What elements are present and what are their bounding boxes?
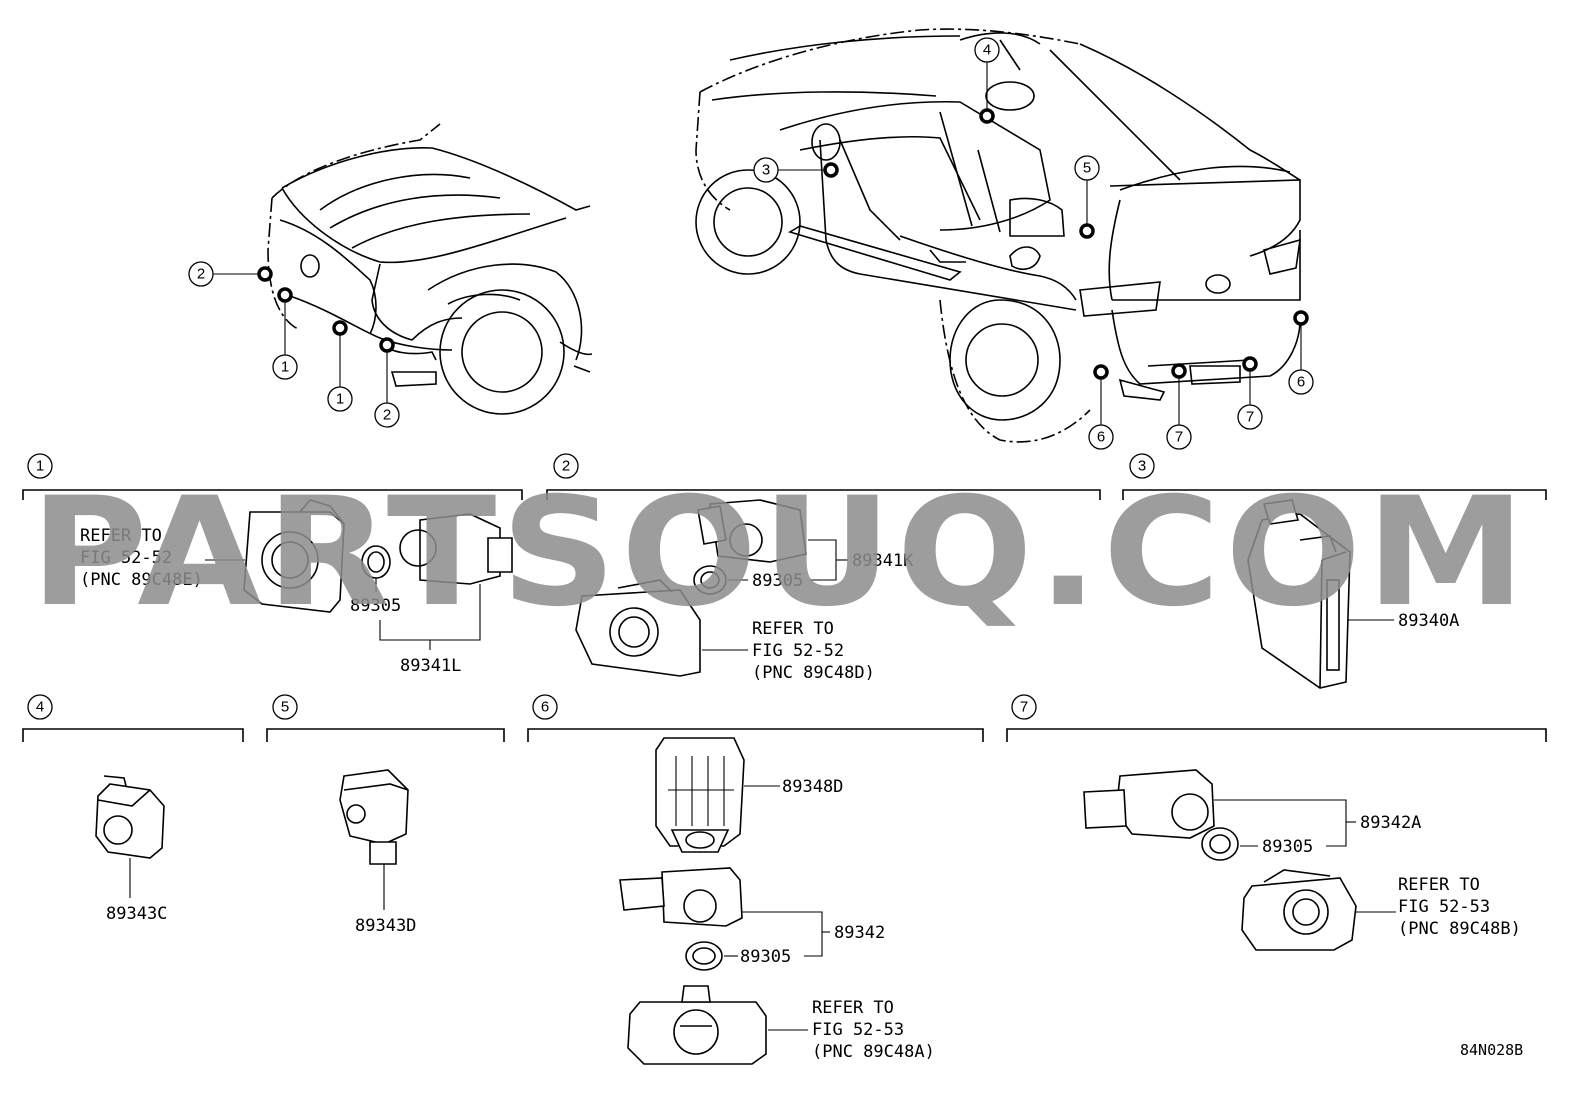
section-1-refer-line3: (PNC 89C48E): [80, 570, 203, 590]
rear-callout-4: 4: [974, 37, 1000, 63]
section-1-refer-line1: REFER TO: [80, 526, 162, 546]
section-6-sensor: [619, 867, 743, 927]
section-2-part-89341K: 89341K: [852, 551, 914, 571]
section-7-ring: [1201, 827, 1239, 861]
rear-vehicle-illustration: [695, 28, 1301, 443]
svg-text:4: 4: [36, 699, 44, 716]
front-callout-1a: 1: [272, 354, 298, 380]
section-2-part-89305: 89305: [752, 571, 803, 591]
section-1-part-89305: 89305: [350, 596, 401, 616]
section-2-refer-line1: REFER TO: [752, 619, 834, 639]
svg-text:1: 1: [281, 359, 289, 376]
front-vehicle-illustration: [267, 123, 593, 415]
section-3-ecu-module: [1247, 499, 1351, 689]
section-2-ring: [693, 565, 727, 595]
section-3-part-89340A: 89340A: [1398, 611, 1459, 631]
section-6-header: 6: [527, 694, 984, 742]
svg-text:5: 5: [1083, 160, 1091, 177]
section-6-part-89305: 89305: [740, 947, 791, 967]
svg-text:1: 1: [36, 458, 44, 475]
svg-text:3: 3: [1138, 458, 1146, 475]
section-2-sensor: [697, 499, 807, 563]
section-1-leaders: [205, 559, 481, 650]
section-5-header: 5: [266, 694, 505, 742]
svg-text:2: 2: [562, 458, 570, 475]
front-sensor-markers: [213, 266, 395, 403]
section-3-header: 3: [1122, 453, 1547, 500]
section-6-refer-line1: REFER TO: [812, 998, 894, 1018]
section-7-part-89342A: 89342A: [1360, 813, 1421, 833]
section-4-part-89343C: 89343C: [106, 904, 167, 924]
section-6-bezel: [627, 985, 767, 1065]
svg-text:2: 2: [197, 266, 205, 283]
section-6-leaders: [724, 785, 830, 1031]
rear-callout-5: 5: [1074, 155, 1100, 181]
rear-callout-6a: 6: [1088, 424, 1114, 450]
section-5-part-89343D: 89343D: [355, 916, 416, 936]
section-7-sensor: [1083, 769, 1215, 839]
rear-callout-6b: 6: [1288, 369, 1314, 395]
rear-callout-3: 3: [753, 157, 779, 183]
front-callout-2b: 2: [374, 402, 400, 428]
section-1-part-89341L: 89341L: [400, 656, 461, 676]
diagram-code: 84N028B: [1460, 1041, 1523, 1059]
svg-text:3: 3: [762, 162, 770, 179]
svg-text:7: 7: [1020, 699, 1028, 716]
section-1-header: 1: [22, 453, 523, 500]
svg-text:1: 1: [336, 391, 344, 408]
section-6-part-89348D: 89348D: [782, 777, 843, 797]
section-1-refer-line2: FIG 52-52: [80, 548, 172, 568]
section-1-bezel: [243, 499, 345, 613]
section-2-refer-line2: FIG 52-52: [752, 641, 844, 661]
rear-callout-7a: 7: [1166, 424, 1192, 450]
svg-text:7: 7: [1175, 429, 1183, 446]
rear-sensor-markers: [778, 62, 1309, 425]
section-7-refer-line3: (PNC 89C48B): [1398, 919, 1521, 939]
section-7-bezel: [1241, 869, 1357, 951]
section-2-refer-line3: (PNC 89C48D): [752, 663, 875, 683]
section-5-sensor: [339, 769, 409, 865]
svg-text:6: 6: [1297, 374, 1305, 391]
svg-text:6: 6: [1097, 429, 1105, 446]
section-6-refer-line3: (PNC 89C48A): [812, 1042, 935, 1062]
section-4-header: 4: [22, 694, 244, 742]
svg-text:7: 7: [1246, 409, 1254, 426]
svg-text:4: 4: [983, 42, 991, 59]
front-callout-2a: 2: [188, 261, 214, 287]
section-6-refer-line2: FIG 52-53: [812, 1020, 904, 1040]
section-7-refer-line1: REFER TO: [1398, 875, 1480, 895]
section-6-ring: [685, 941, 723, 971]
section-7-refer-line2: FIG 52-53: [1398, 897, 1490, 917]
section-6-part-89342: 89342: [834, 923, 885, 943]
section-2-leaders: [702, 539, 848, 651]
svg-text:6: 6: [541, 699, 549, 716]
section-6-bracket: [655, 737, 745, 853]
section-1-sensor: [399, 513, 513, 585]
rear-callout-7b: 7: [1237, 404, 1263, 430]
section-2-header: 2: [546, 453, 1101, 500]
section-7-part-89305: 89305: [1262, 837, 1313, 857]
svg-text:2: 2: [383, 407, 391, 424]
front-callout-1b: 1: [327, 386, 353, 412]
section-4-sensor: [95, 775, 165, 859]
section-7-leaders: [1214, 799, 1396, 913]
svg-text:5: 5: [281, 699, 289, 716]
section-7-header: 7: [1006, 694, 1547, 742]
watermark: PARTSOUQ.COM: [30, 466, 1530, 640]
section-2-bezel: [575, 579, 701, 677]
